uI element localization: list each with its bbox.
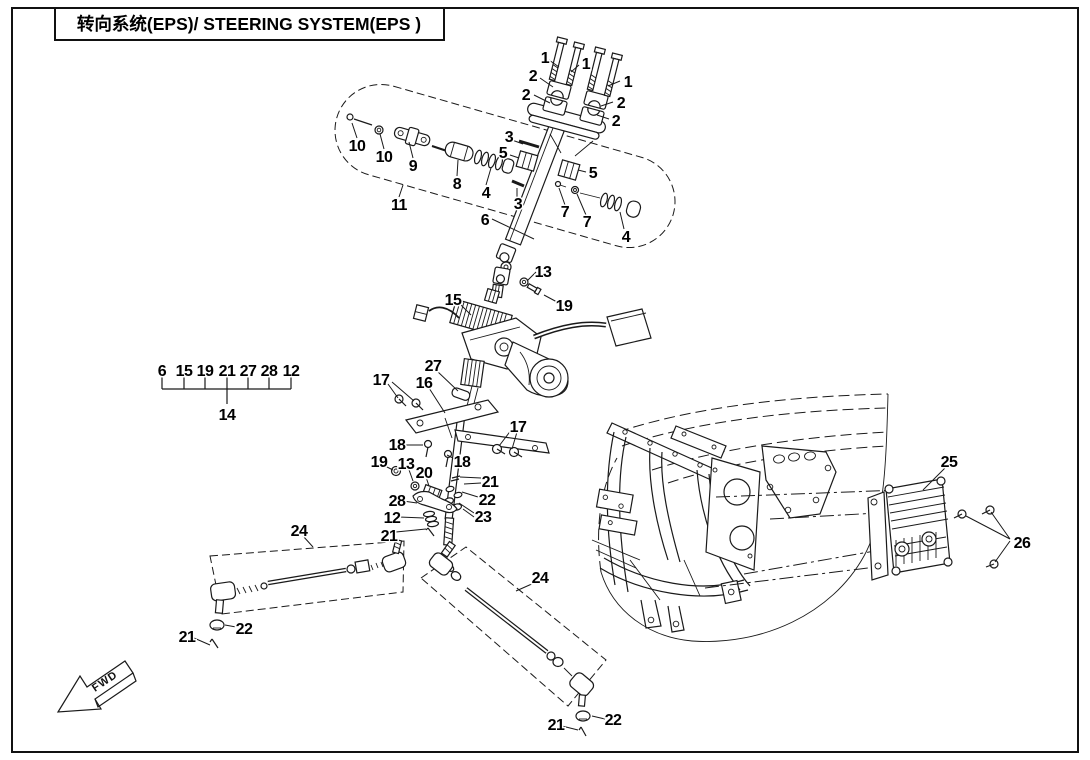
callout-23: 23 — [475, 509, 492, 526]
callout-1: 1 — [541, 50, 550, 67]
wire-connector — [412, 304, 430, 322]
callout-5: 5 — [499, 145, 508, 162]
callout-22: 22 — [479, 492, 496, 509]
cable-connector — [606, 308, 652, 347]
handlebar-clamps — [542, 80, 609, 126]
callout-2: 2 — [522, 87, 531, 104]
callout-15: 15 — [176, 363, 193, 380]
callout-10: 10 — [376, 149, 393, 166]
callout-1: 1 — [582, 56, 591, 73]
linkage-parts — [346, 113, 642, 218]
callout-2: 2 — [529, 68, 538, 85]
callout-14: 14 — [219, 407, 236, 424]
nut-22 — [575, 710, 591, 722]
pitman-arm-parts — [390, 465, 463, 537]
fwd-arrow: FWD — [56, 660, 137, 713]
clamp-bolts — [548, 36, 624, 98]
bolt-17 — [394, 394, 523, 458]
bolt-18 — [423, 439, 453, 468]
callout-22: 22 — [236, 621, 253, 638]
callout-11: 11 — [391, 197, 408, 214]
group-bracket — [161, 377, 292, 404]
callout-27: 27 — [425, 358, 442, 375]
callout-17: 17 — [373, 372, 390, 389]
callout-19: 19 — [556, 298, 573, 315]
callout-1: 1 — [624, 74, 633, 91]
callout-18: 18 — [454, 454, 471, 471]
callout-16: 16 — [416, 375, 433, 392]
callout-21: 21 — [381, 528, 398, 545]
pitman-arm — [412, 490, 458, 514]
callout-25: 25 — [941, 454, 958, 471]
sensor-wire — [428, 306, 460, 319]
callout-21: 21 — [548, 717, 565, 734]
callout-28: 28 — [389, 493, 406, 510]
title-block: 转向系统(EPS)/ STEERING SYSTEM(EPS ) — [54, 7, 445, 41]
callout-13: 13 — [398, 456, 415, 473]
ecu-bolts — [953, 505, 999, 569]
callout-6: 6 — [158, 363, 167, 380]
cotter-pin-21 — [209, 638, 219, 649]
callout-3: 3 — [514, 196, 523, 213]
callout-2: 2 — [612, 113, 621, 130]
callout-12: 12 — [384, 510, 401, 527]
callout-4: 4 — [482, 185, 491, 202]
callout-10: 10 — [349, 138, 366, 155]
detail-ellipse-11 — [334, 83, 676, 249]
vehicle-frame — [591, 422, 837, 633]
tie-rod-right — [420, 540, 607, 737]
cotter-pin-21 — [578, 726, 587, 737]
callout-7: 7 — [561, 204, 570, 221]
universal-joint — [490, 243, 542, 299]
callout-17: 17 — [510, 419, 527, 436]
callout-21: 21 — [179, 629, 196, 646]
leader-lines — [193, 59, 1011, 731]
callout-4: 4 — [622, 229, 631, 246]
eps-motor-unit — [412, 287, 652, 398]
callout-9: 9 — [409, 158, 418, 175]
bolt-19 — [526, 282, 542, 296]
callout-15: 15 — [445, 292, 462, 309]
callout-5: 5 — [589, 165, 598, 182]
callout-21: 21 — [482, 474, 499, 491]
callout-7: 7 — [583, 214, 592, 231]
callout-3: 3 — [505, 129, 514, 146]
callout-24: 24 — [291, 523, 308, 540]
callout-6: 6 — [481, 212, 490, 229]
page-title: 转向系统(EPS)/ STEERING SYSTEM(EPS ) — [77, 14, 421, 34]
page-border — [11, 7, 1079, 753]
callout-20: 20 — [416, 465, 433, 482]
callout-22: 22 — [605, 712, 622, 729]
callout-12: 12 — [283, 363, 300, 380]
callout-21: 21 — [219, 363, 236, 380]
callout-19: 19 — [197, 363, 214, 380]
callout-18: 18 — [389, 437, 406, 454]
ecu-unit — [867, 476, 953, 581]
callout-13: 13 — [535, 264, 552, 281]
callout-2: 2 — [617, 95, 626, 112]
callout-27: 27 — [240, 363, 257, 380]
callout-19: 19 — [371, 454, 388, 471]
callout-8: 8 — [453, 176, 462, 193]
tie-rod-left — [209, 538, 407, 649]
callout-26: 26 — [1014, 535, 1031, 552]
nut-22 — [209, 619, 225, 631]
collar-27 — [451, 387, 471, 401]
motor-cable — [533, 323, 607, 338]
callout-28: 28 — [261, 363, 278, 380]
callout-24: 24 — [532, 570, 549, 587]
washer-13 — [519, 277, 529, 287]
title-box — [54, 7, 445, 41]
